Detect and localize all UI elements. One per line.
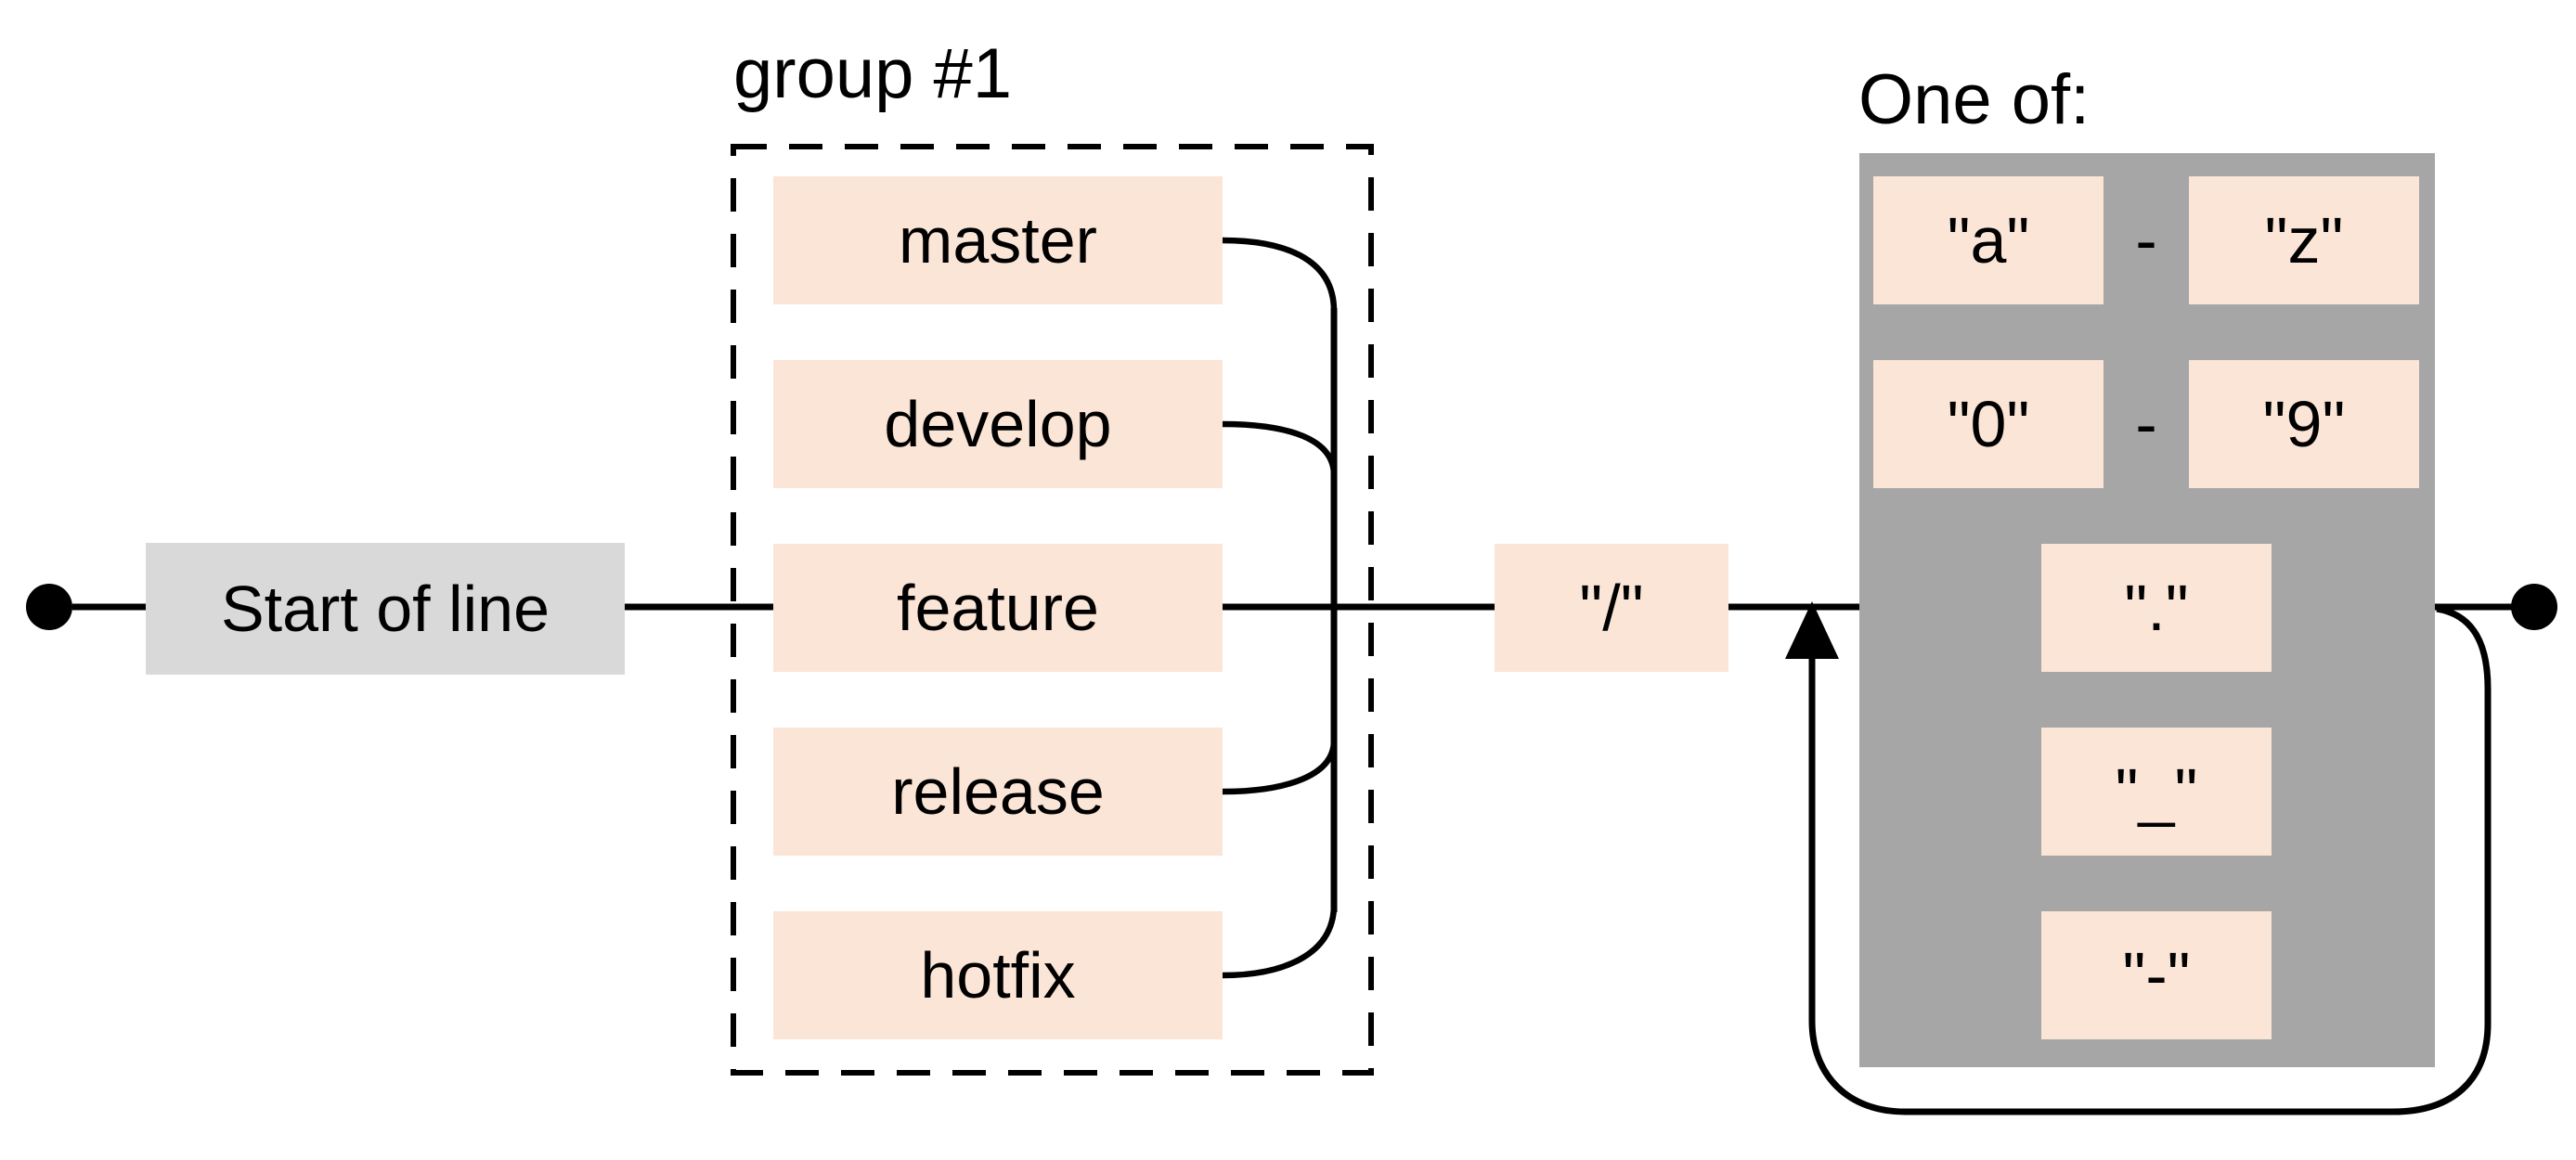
- single-char-box-dot: ".": [2041, 544, 2272, 672]
- branch-box-develop: develop: [773, 360, 1223, 488]
- branch-box-master: master: [773, 176, 1223, 304]
- range-from-box-a: "a": [1873, 176, 2104, 304]
- range-separator-09: -: [2135, 388, 2157, 460]
- start-terminal-dot-icon: [26, 584, 72, 630]
- end-terminal-dot-icon: [2511, 584, 2557, 630]
- range-to-box-9: "9": [2189, 360, 2419, 488]
- branch-box-release: release: [773, 728, 1223, 856]
- branch-curve-release: [1222, 740, 1338, 795]
- branch-curve-develop: [1222, 420, 1338, 476]
- single-char-box-hyphen: "-": [2041, 911, 2272, 1039]
- range-separator-az: -: [2135, 204, 2157, 277]
- repeat-loop-arrowhead-icon: [1785, 601, 1839, 659]
- range-to-box-z: "z": [2189, 176, 2419, 304]
- one-of-title: One of:: [1858, 60, 2091, 139]
- single-char-box-underscore: "_": [2041, 728, 2272, 856]
- branch-box-hotfix: hotfix: [773, 911, 1223, 1039]
- start-of-line-box: Start of line: [146, 543, 625, 675]
- slash-literal-box: "/": [1495, 544, 1728, 672]
- branch-curve-master: [1222, 237, 1338, 312]
- range-from-box-0: "0": [1873, 360, 2104, 488]
- branch-box-feature: feature: [773, 544, 1223, 672]
- group-title: group #1: [733, 34, 1013, 113]
- repeat-loop-wire: [1808, 605, 2492, 1115]
- branch-curve-hotfix: [1222, 904, 1338, 979]
